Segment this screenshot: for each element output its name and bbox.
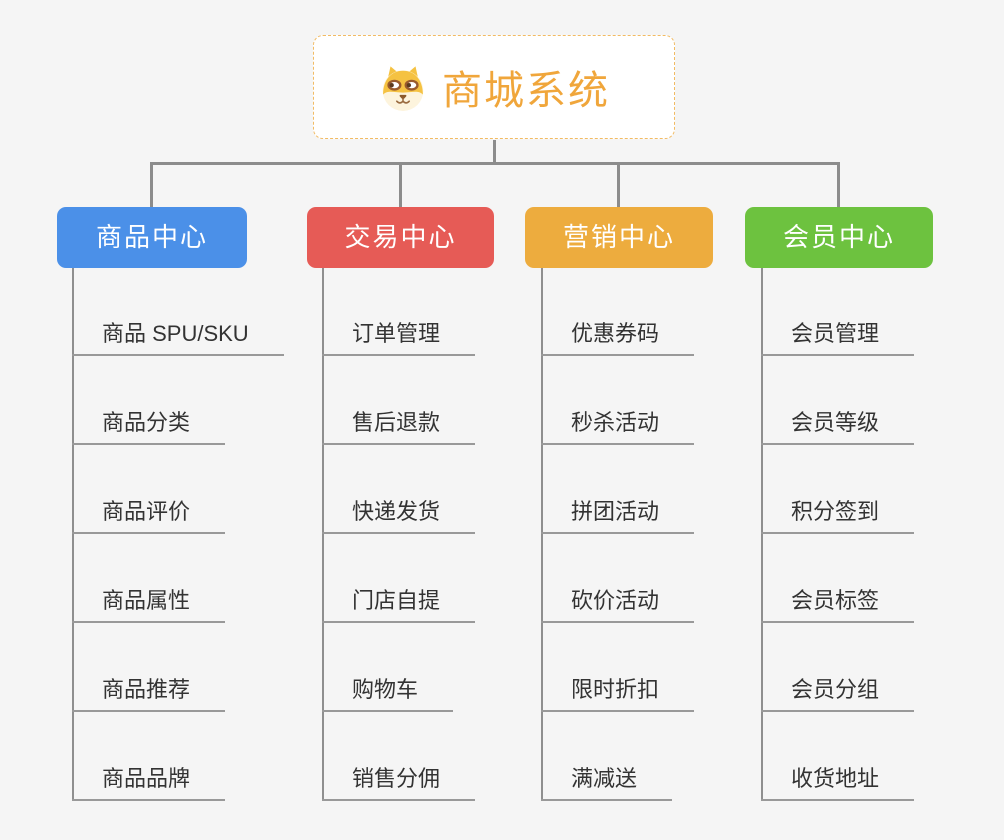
child-topic[interactable]: 商品属性: [72, 587, 226, 623]
child-topic[interactable]: 会员等级: [761, 409, 915, 445]
child-topic[interactable]: 会员管理: [761, 320, 915, 356]
connector-drop-branch-1: [150, 162, 153, 208]
root-node[interactable]: 商城系统: [313, 35, 675, 139]
connector-horizontal-bar: [150, 162, 840, 165]
child-topic[interactable]: 砍价活动: [541, 587, 695, 623]
child-topic[interactable]: 满减送: [541, 765, 673, 801]
child-topic[interactable]: 销售分佣: [322, 765, 476, 801]
child-topic[interactable]: 购物车: [322, 676, 454, 712]
child-topic[interactable]: 收货地址: [761, 765, 915, 801]
child-topic[interactable]: 秒杀活动: [541, 409, 695, 445]
child-topic[interactable]: 快递发货: [322, 498, 476, 534]
child-topic[interactable]: 限时折扣: [541, 676, 695, 712]
root-title: 商城系统: [442, 69, 610, 113]
branch-trade-center[interactable]: 交易中心: [307, 207, 494, 268]
child-topic[interactable]: 商品品牌: [72, 765, 226, 801]
connector-drop-branch-2: [399, 162, 402, 208]
child-topic[interactable]: 拼团活动: [541, 498, 695, 534]
connector-drop-branch-4: [837, 162, 840, 208]
child-topic[interactable]: 优惠券码: [541, 320, 695, 356]
child-topic[interactable]: 门店自提: [322, 587, 476, 623]
branch-2-children-line: [322, 268, 324, 801]
branch-product-center[interactable]: 商品中心: [57, 207, 247, 268]
branch-4-children-line: [761, 268, 763, 801]
child-topic[interactable]: 商品 SPU/SKU: [72, 320, 284, 356]
child-topic[interactable]: 售后退款: [322, 409, 476, 445]
branch-member-center[interactable]: 会员中心: [745, 207, 933, 268]
child-topic[interactable]: 商品分类: [72, 409, 226, 445]
connector-root-stem: [493, 140, 496, 164]
child-topic[interactable]: 会员分组: [761, 676, 915, 712]
connector-drop-branch-3: [617, 162, 620, 208]
child-topic[interactable]: 商品推荐: [72, 676, 226, 712]
branch-marketing-center[interactable]: 营销中心: [525, 207, 713, 268]
child-topic[interactable]: 商品评价: [72, 498, 226, 534]
branch-1-children-line: [72, 268, 74, 801]
child-topic[interactable]: 会员标签: [761, 587, 915, 623]
child-topic[interactable]: 积分签到: [761, 498, 915, 534]
child-topic[interactable]: 订单管理: [322, 320, 476, 356]
dog-face-icon: [378, 64, 428, 111]
branch-3-children-line: [541, 268, 543, 801]
